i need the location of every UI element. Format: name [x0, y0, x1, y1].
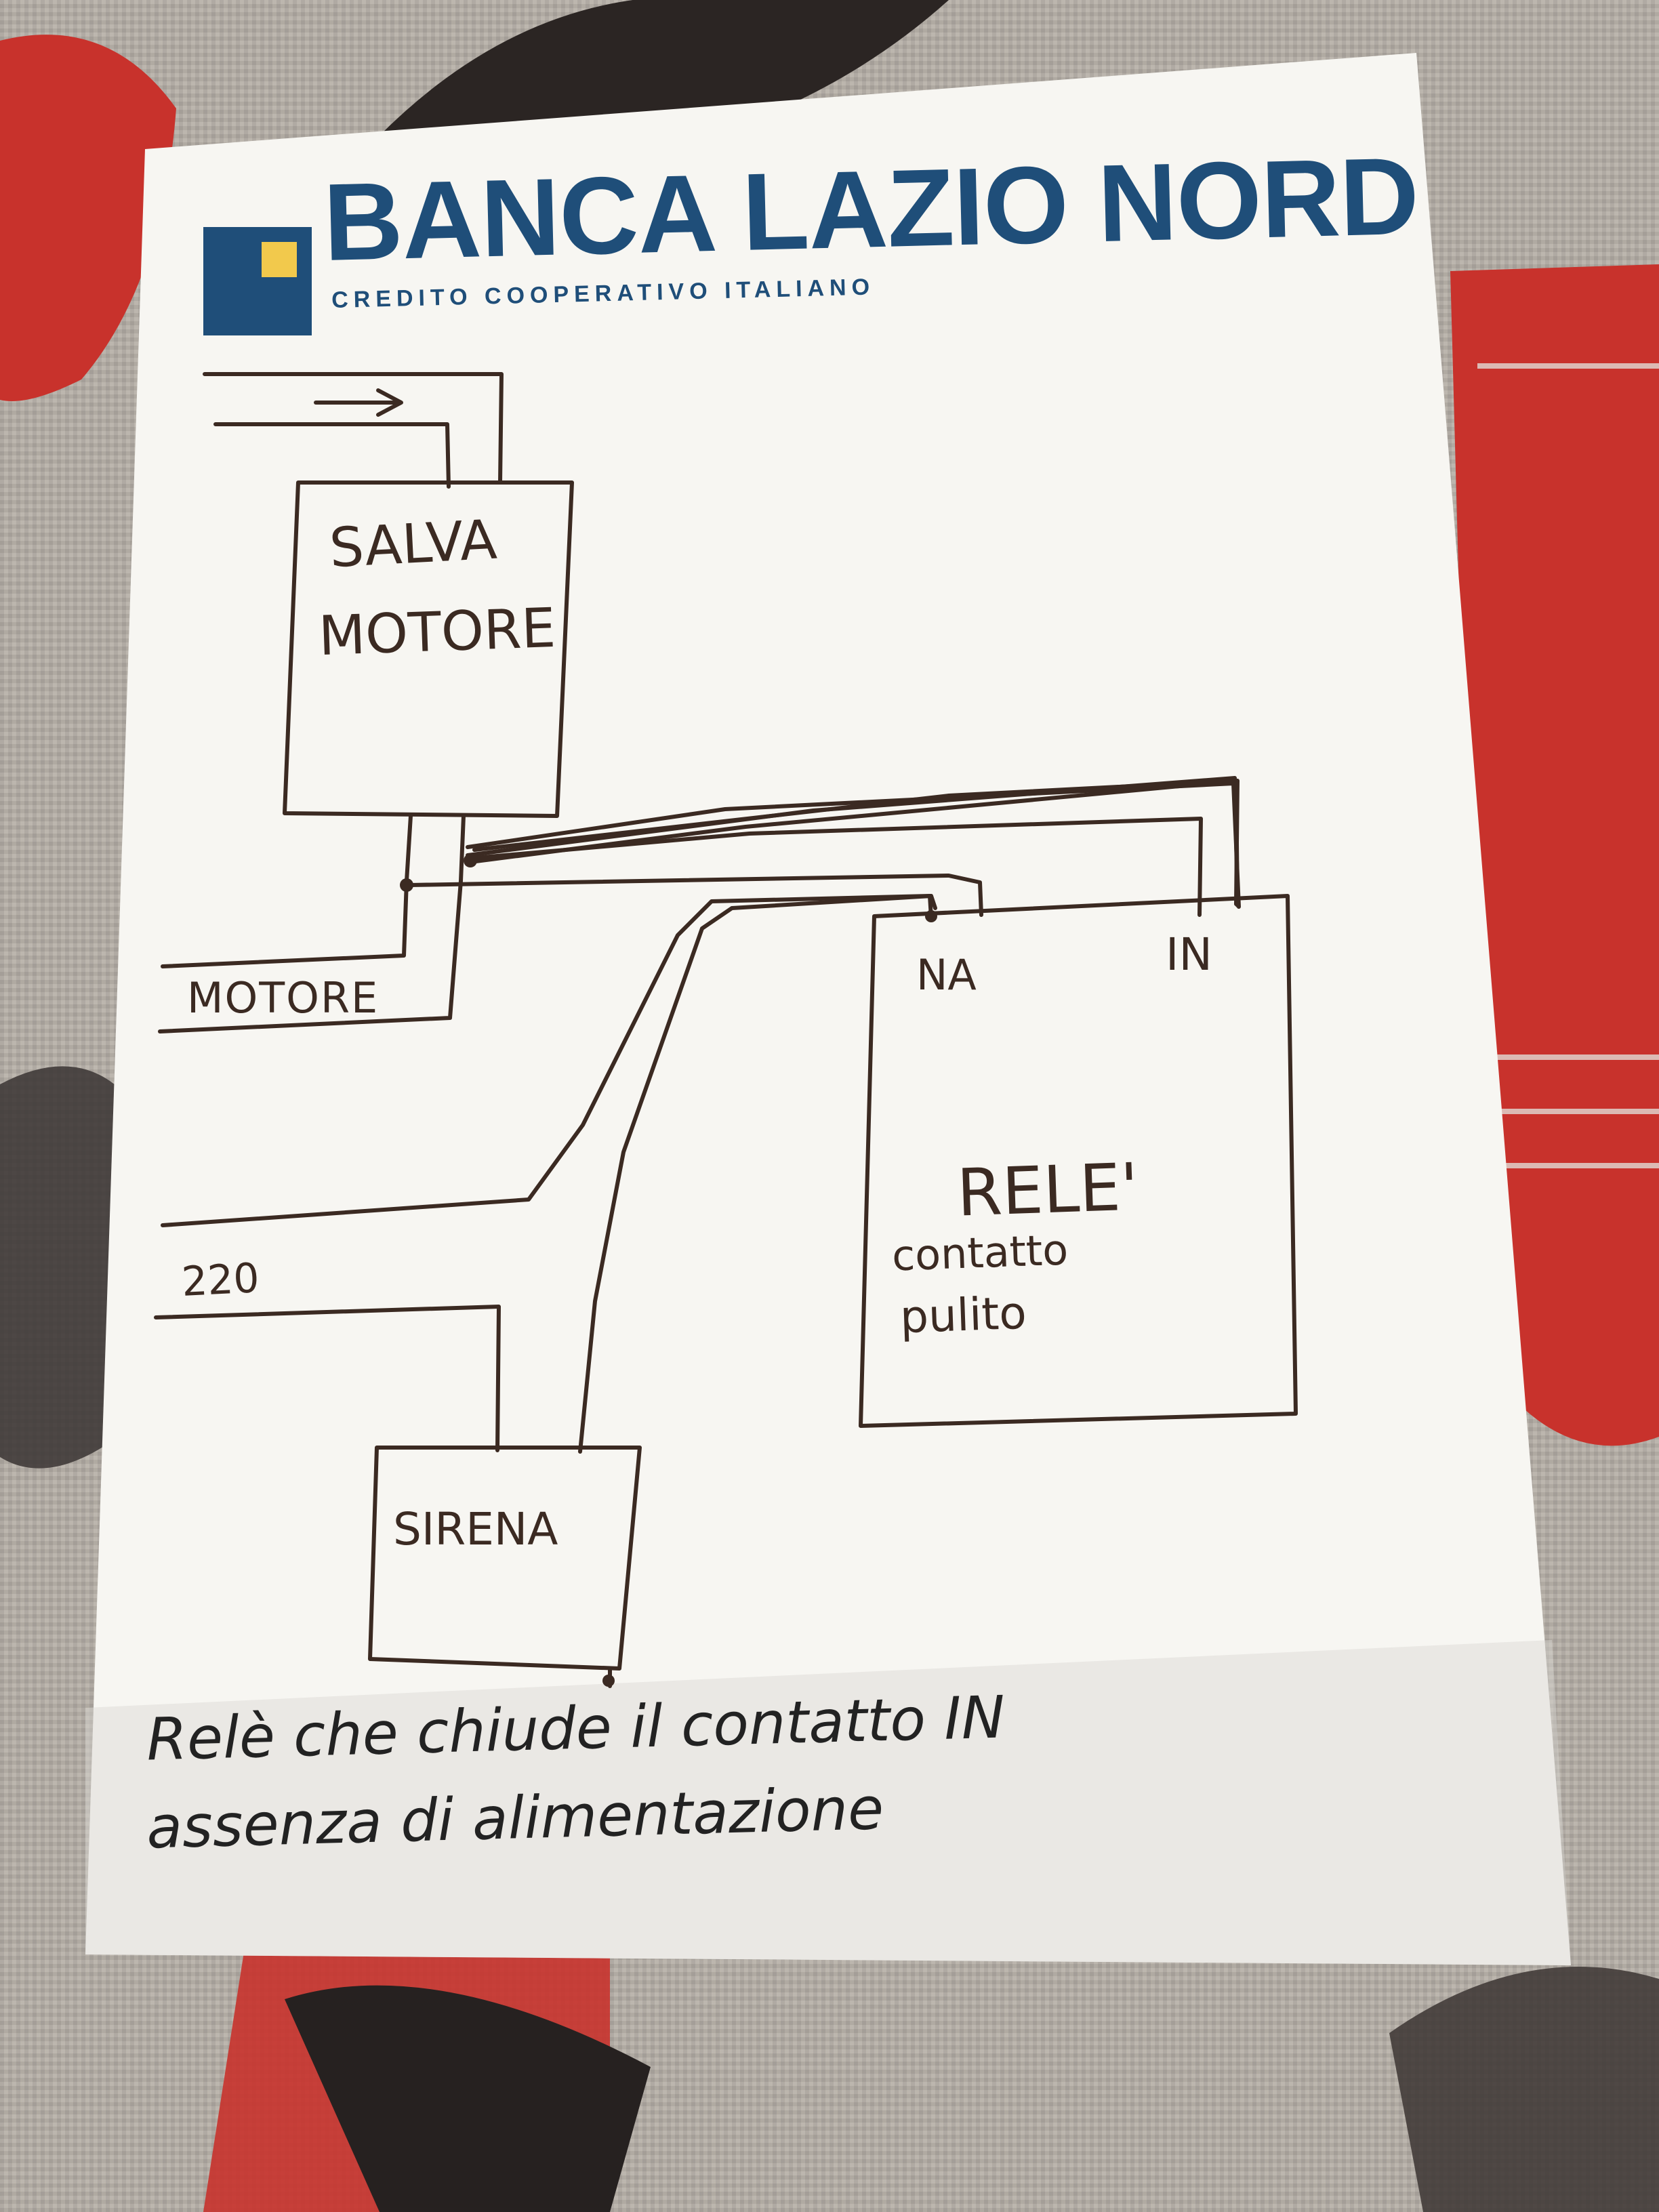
motor-wire-left	[161, 814, 413, 968]
fabric-dark-leaf-bottom-right	[1389, 1967, 1659, 2212]
input-arrow-head	[376, 388, 403, 417]
fabric-dark-leaf-bottom	[285, 1985, 651, 2212]
wire-na-to-sirena	[578, 894, 937, 1454]
salva-motore-box	[283, 480, 574, 818]
terminal-in-label: IN	[1166, 928, 1212, 981]
paper-shadow	[85, 1640, 1571, 1965]
input-wire-second	[213, 422, 451, 489]
paper-sheet	[85, 53, 1571, 1965]
salva-motore-label-2: MOTORE	[317, 596, 557, 668]
junction-dot	[925, 910, 937, 922]
wire-in-far-right	[472, 779, 1240, 907]
sirena-label: SIRENA	[393, 1503, 558, 1555]
rele-pulito-label: pulito	[899, 1286, 1027, 1344]
junction-dot	[464, 854, 477, 867]
logo-gold-square	[262, 242, 297, 277]
power-220-line	[154, 1305, 501, 1452]
rele-contatto-label: contatto	[890, 1225, 1069, 1281]
motor-wire-right	[158, 814, 466, 1033]
wire-to-na	[407, 874, 983, 917]
salva-motore-label-1: SALVA	[327, 508, 499, 580]
junction-dot	[602, 1675, 615, 1687]
bank-name: BANCA LAZIO NORD	[322, 134, 1420, 285]
wire-in-right	[472, 817, 1203, 917]
rele-title: RELE'	[956, 1149, 1140, 1231]
fabric-red-petal-top-left	[0, 35, 176, 402]
junction-dot	[400, 878, 413, 892]
input-wire-top	[203, 372, 504, 485]
motore-line-label: MOTORE	[187, 973, 380, 1023]
sirena-box	[368, 1446, 642, 1671]
terminal-na-label: NA	[916, 950, 977, 1000]
fabric-stripes	[1477, 363, 1659, 1168]
power-220-label: 220	[180, 1254, 261, 1306]
bank-logo-mark	[203, 227, 312, 335]
rele-box	[859, 894, 1298, 1428]
